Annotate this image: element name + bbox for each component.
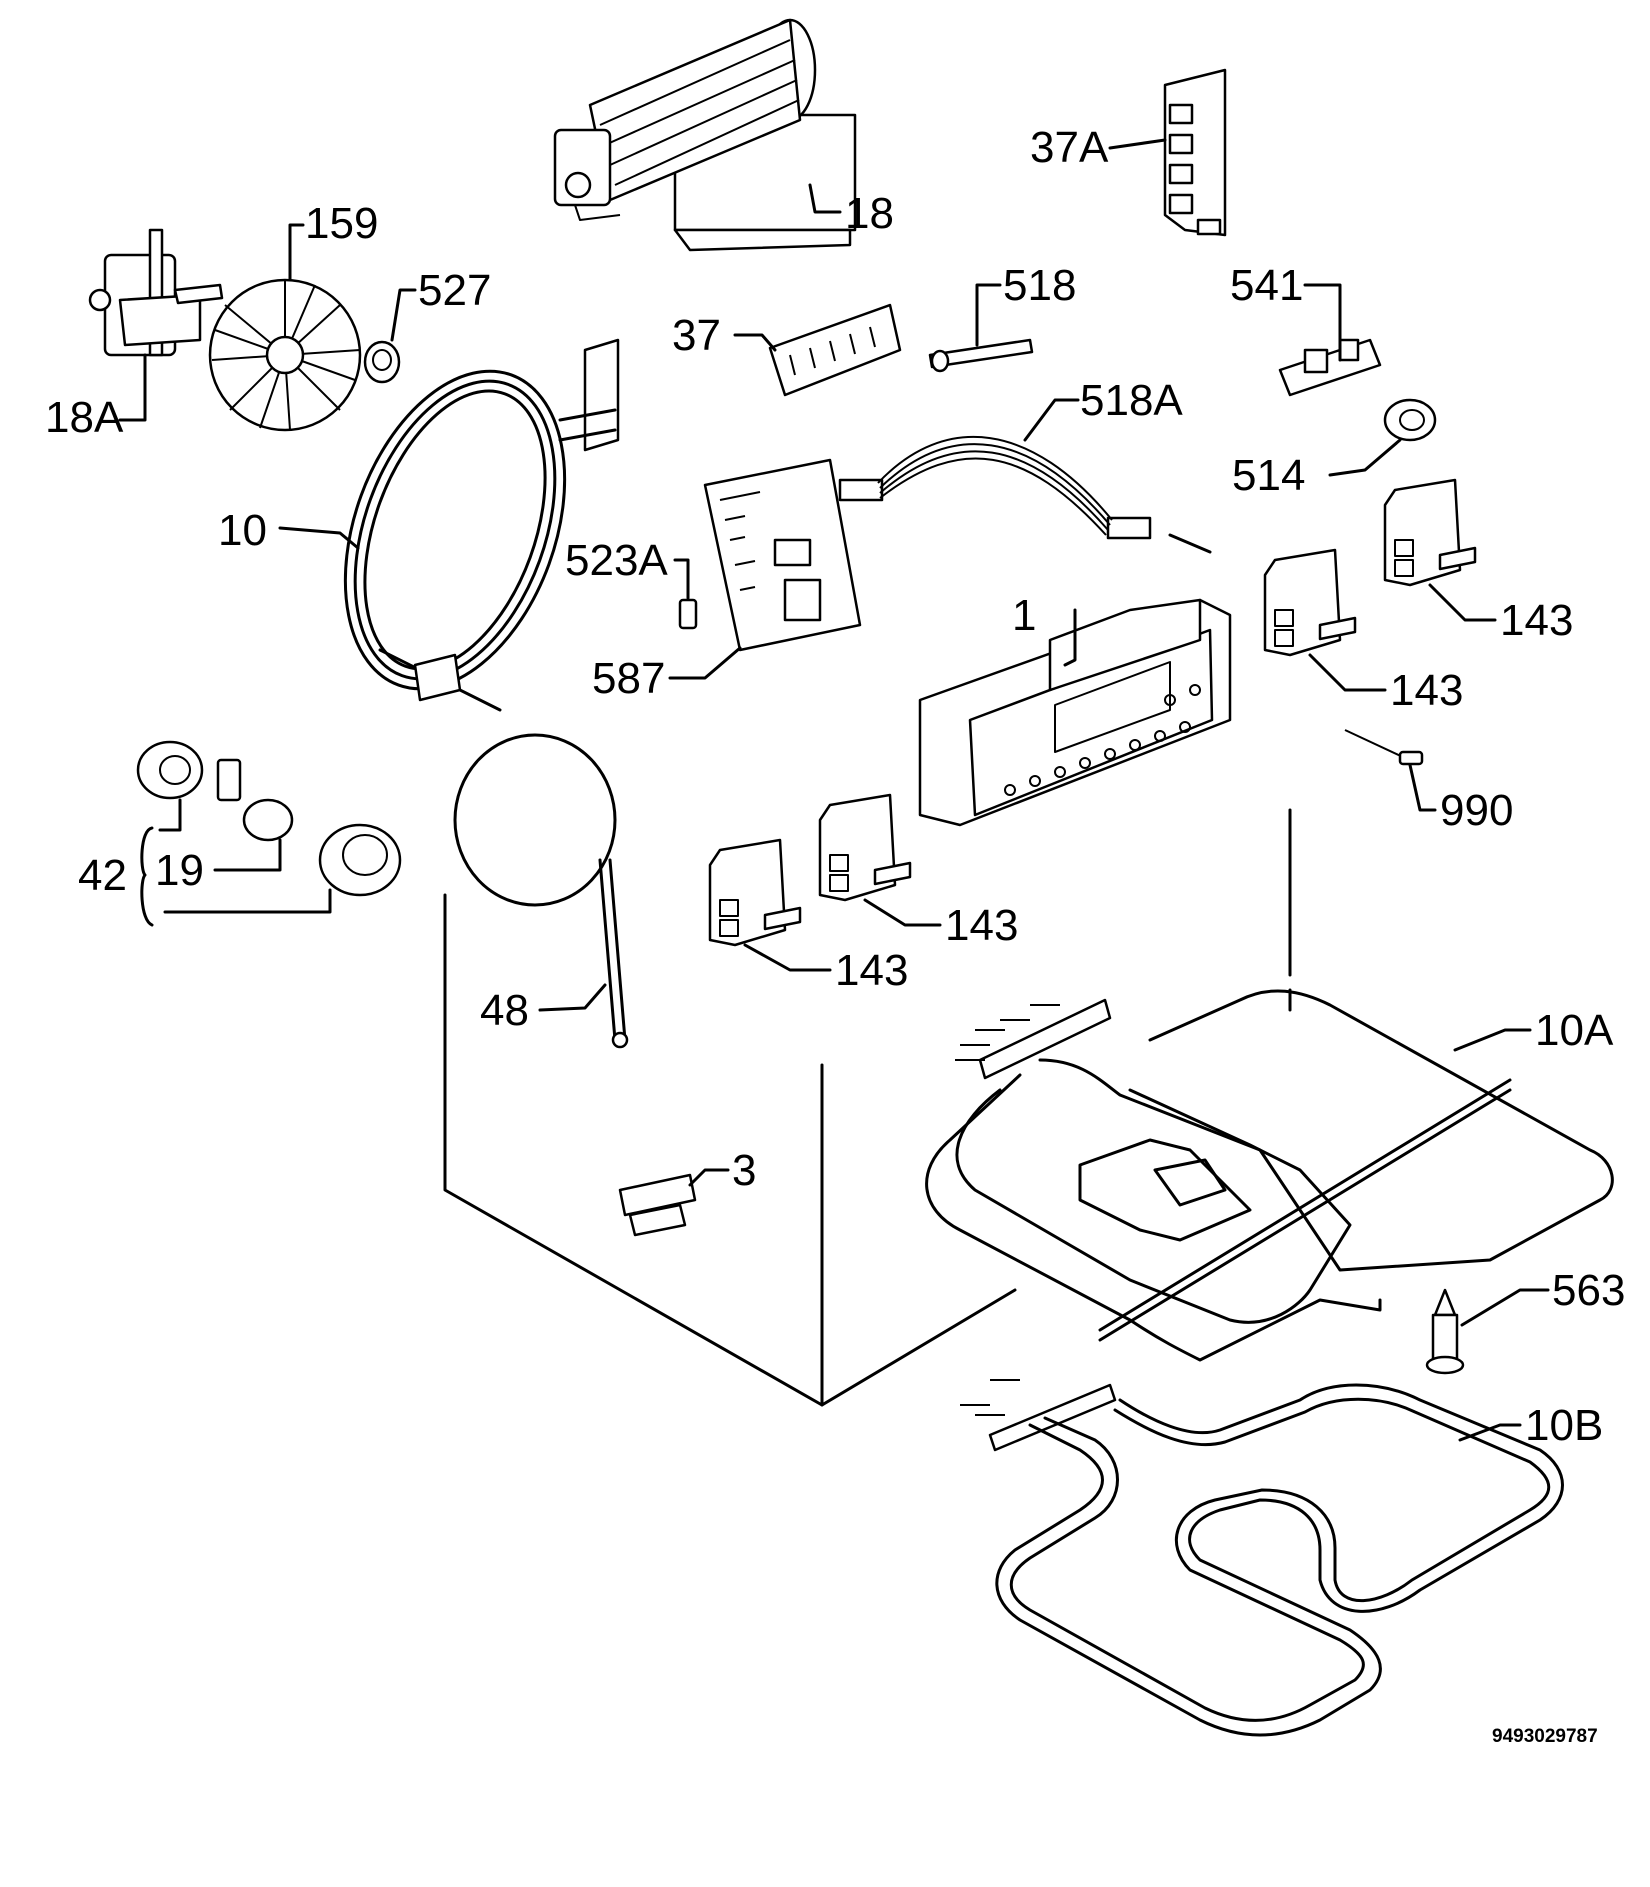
switch-icon-1 bbox=[1383, 478, 1477, 587]
oven-cavity-outline bbox=[443, 808, 1292, 1407]
foot-screw-icon bbox=[1425, 1288, 1465, 1375]
label-527: 527 bbox=[418, 266, 491, 315]
label-42: 42 bbox=[78, 851, 127, 900]
label-48: 48 bbox=[480, 986, 529, 1035]
label-19: 19 bbox=[155, 846, 204, 895]
label-143-d: 143 bbox=[835, 946, 908, 995]
control-pcb-icon bbox=[703, 458, 862, 652]
nut-icon bbox=[363, 340, 401, 384]
fan-motor-icon bbox=[88, 228, 224, 357]
label-37: 37 bbox=[672, 311, 721, 360]
label-563: 563 bbox=[1552, 1266, 1625, 1315]
thermostat-icon bbox=[618, 1173, 697, 1237]
label-518: 518 bbox=[1003, 261, 1076, 310]
tangential-fan-icon bbox=[553, 18, 857, 252]
sensor-probe-icon bbox=[928, 338, 1034, 373]
circular-heating-element-icon bbox=[343, 338, 620, 691]
label-10a: 10A bbox=[1535, 1006, 1614, 1055]
label-541: 541 bbox=[1230, 261, 1303, 310]
thermal-cutout-icon bbox=[1278, 338, 1382, 397]
bottom-heating-element-icon bbox=[960, 1379, 1564, 1737]
label-18a: 18A bbox=[45, 393, 124, 442]
label-18: 18 bbox=[845, 189, 894, 238]
connector-icon bbox=[678, 598, 698, 630]
switch-icon-2 bbox=[1263, 548, 1357, 657]
lamp-holder-icon bbox=[136, 740, 204, 800]
sensor-cable-icon bbox=[1344, 729, 1424, 766]
label-514: 514 bbox=[1232, 451, 1305, 500]
grill-heating-element-icon bbox=[925, 989, 1614, 1362]
temperature-probe-icon bbox=[378, 648, 629, 1049]
label-10b: 10B bbox=[1525, 1401, 1603, 1450]
label-159: 159 bbox=[305, 199, 378, 248]
label-1: 1 bbox=[1012, 591, 1036, 640]
terminal-block-icon bbox=[768, 303, 902, 397]
switch-icon-3 bbox=[818, 793, 912, 902]
label-518a: 518A bbox=[1080, 376, 1183, 425]
document-id: 9493029787 bbox=[1492, 1726, 1598, 1747]
label-143-c: 143 bbox=[945, 901, 1018, 950]
label-523a: 523A bbox=[565, 536, 668, 585]
label-143-b: 143 bbox=[1390, 666, 1463, 715]
label-10: 10 bbox=[218, 506, 267, 555]
fan-blade-icon bbox=[208, 278, 362, 432]
terminal-strip-icon bbox=[1163, 68, 1227, 237]
lamp-cover-icon bbox=[318, 823, 402, 897]
control-panel-icon bbox=[918, 598, 1232, 827]
switch-icon-4 bbox=[708, 838, 802, 947]
label-3: 3 bbox=[732, 1146, 756, 1195]
lamp-icon bbox=[216, 758, 294, 842]
label-37a: 37A bbox=[1030, 123, 1109, 172]
lamp-socket-icon bbox=[1383, 398, 1437, 442]
label-143-a: 143 bbox=[1500, 596, 1573, 645]
label-587: 587 bbox=[592, 654, 665, 703]
label-990: 990 bbox=[1440, 786, 1513, 835]
wiring-harness-icon bbox=[838, 435, 1212, 554]
